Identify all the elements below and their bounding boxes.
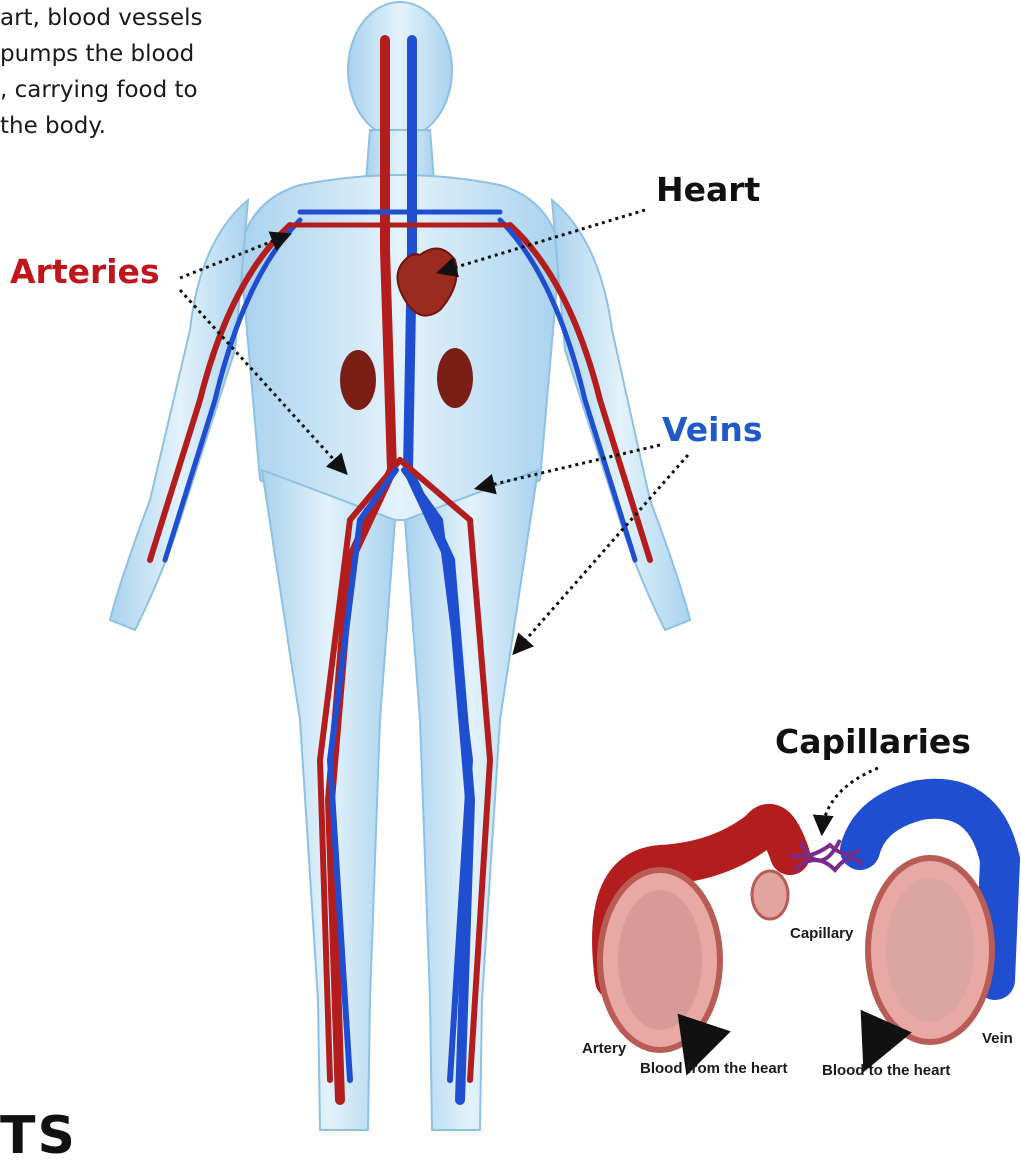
intro-line: the body. [0, 108, 300, 144]
capillaries-label: Capillaries [775, 722, 971, 761]
arteries-label: Arteries [10, 252, 160, 291]
intro-line: pumps the blood [0, 36, 300, 72]
heart-label: Heart [656, 170, 760, 209]
inset-vein-label: Vein [982, 1030, 1013, 1047]
intro-line: , carrying food to [0, 72, 300, 108]
inset-artery-label: Artery [582, 1040, 626, 1057]
inset-to-heart-label: Blood to the heart [822, 1062, 950, 1079]
right-kidney [437, 348, 473, 408]
corner-heading-fragment: TS [0, 1106, 77, 1166]
veins-label: Veins [662, 410, 763, 449]
intro-text: art, blood vessels pumps the blood , car… [0, 0, 300, 144]
left-kidney [340, 350, 376, 410]
inset-from-heart-label: Blood from the heart [640, 1060, 788, 1077]
inset-capillary-label: Capillary [790, 925, 853, 942]
intro-line: art, blood vessels [0, 0, 300, 36]
